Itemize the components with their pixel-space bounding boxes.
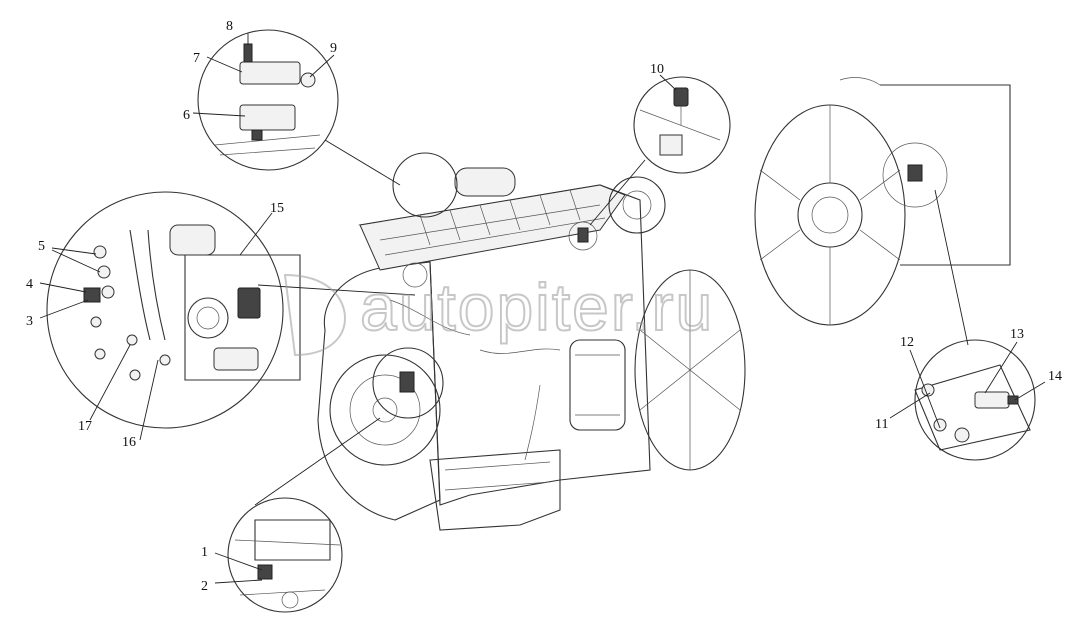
detail-sensor-11-14: [914, 339, 1036, 461]
callout-12: 12: [900, 335, 914, 350]
callout-8: 8: [226, 19, 233, 34]
callout-6: 6: [183, 108, 190, 123]
callout-14: 14: [1048, 369, 1062, 384]
callout-labels: 1 2 3 4 5 6 7 8 9 10 11 12 13 14 15 16 1…: [26, 19, 1062, 594]
engine-assembly: [317, 152, 746, 531]
detail-sensor-6-9: [197, 29, 339, 171]
callout-17: 17: [78, 419, 92, 434]
callout-leaders: [39, 33, 1046, 584]
callout-1: 1: [201, 545, 208, 560]
detail-connectors: [254, 139, 969, 506]
detail-sensor-1-2: [227, 497, 343, 613]
callout-10: 10: [650, 62, 664, 77]
callout-15: 15: [270, 201, 284, 216]
fan-assembly: [754, 77, 1011, 326]
callout-5: 5: [38, 239, 45, 254]
detail-sensor-3-17: [46, 191, 301, 429]
callout-9: 9: [330, 41, 337, 56]
callout-13: 13: [1010, 327, 1024, 342]
watermark-logo-icon: [283, 273, 347, 357]
detail-sensor-10: [633, 76, 731, 174]
callout-16: 16: [122, 435, 136, 450]
callout-3: 3: [26, 314, 33, 329]
callout-2: 2: [201, 579, 208, 594]
callout-7: 7: [193, 51, 200, 66]
callout-4: 4: [26, 277, 33, 292]
callout-11: 11: [875, 417, 888, 432]
watermark-text: autopiter.ru: [360, 270, 714, 344]
